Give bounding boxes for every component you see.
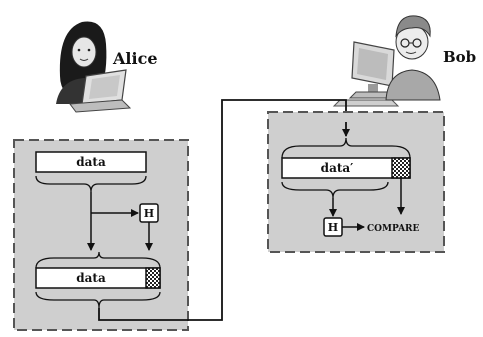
receiver-panel-border — [267, 111, 445, 253]
sender-hash-label: H — [144, 207, 154, 220]
alice-figure: Alice — [56, 21, 158, 113]
transmission-line — [98, 99, 347, 321]
receiver-hash-label: H — [328, 221, 338, 234]
bob-label: Bob — [443, 48, 476, 66]
alice-label: Alice — [112, 49, 158, 68]
sender-data-block — [35, 151, 147, 173]
sender-brace-bottom — [35, 251, 161, 269]
person-laptop-icon — [56, 21, 132, 113]
sender-message-label: data — [76, 271, 106, 285]
receiver-data-label: data′ — [321, 161, 354, 175]
receiver-brace-in — [281, 137, 411, 159]
sender-data-label: data — [76, 155, 106, 169]
person-computer-icon — [332, 15, 441, 107]
sender-hash-cell — [145, 267, 161, 289]
receiver-panel: data′ H COMPARE — [267, 111, 445, 253]
compare-label: COMPARE — [367, 224, 420, 234]
receiver-hash-cell — [391, 157, 411, 179]
bob-figure: Bob — [332, 15, 476, 107]
sender-panel: data H data — [13, 139, 189, 331]
